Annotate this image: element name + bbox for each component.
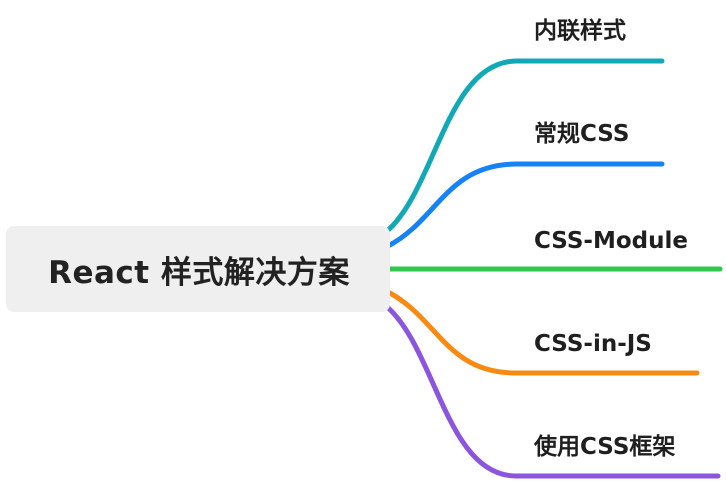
branch-node-css-module[interactable]: CSS-Module [534,228,688,254]
connector-branch-4 [385,289,700,376]
connector-branch-2 [385,161,665,249]
connector-branch-5 [383,303,721,479]
branch-node-css-in-js[interactable]: CSS-in-JS [534,331,652,357]
root-label: React 样式解决方案 [48,254,350,291]
branch-node-css-framework[interactable]: 使用CSS框架 [534,434,676,460]
connector-branch-1 [383,58,665,235]
branch-node-inline-styles[interactable]: 内联样式 [534,18,626,44]
branch-node-regular-css[interactable]: 常规CSS [534,121,630,147]
root-node[interactable]: React 样式解决方案 [6,226,390,312]
